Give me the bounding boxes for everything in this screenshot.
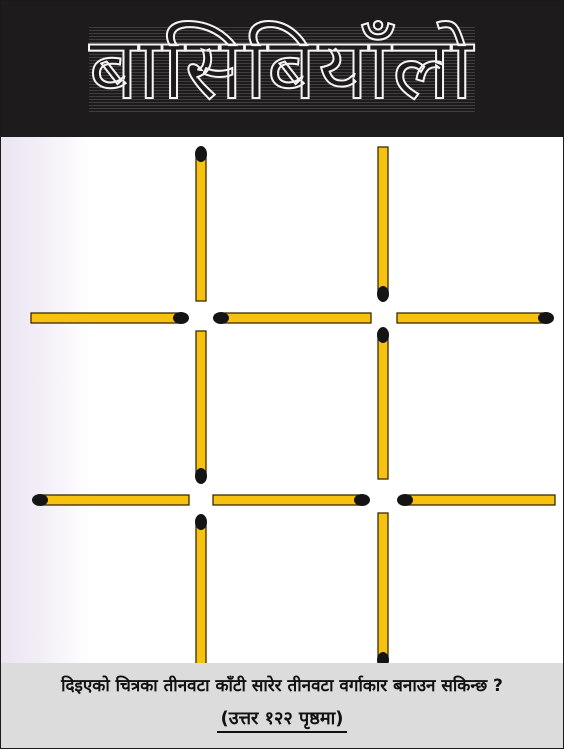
matchstick[interactable] <box>31 312 189 324</box>
puzzle-question: दिइएको चित्रका तीनवटा काँटी सारेर तीनवटा… <box>1 673 563 696</box>
matchstick[interactable] <box>213 494 370 506</box>
banner-title: बासिबियाँलो <box>89 26 475 112</box>
matchstick-grid <box>1 137 563 663</box>
matchstick[interactable] <box>397 312 554 324</box>
caption-box: दिइएको चित्रका तीनवटा काँटी सारेर तीनवटा… <box>1 663 563 748</box>
matchstick[interactable] <box>32 494 189 506</box>
matchstick[interactable] <box>195 514 207 663</box>
answer-reference: (उत्तर १२२ पृष्ठमा) <box>1 706 563 730</box>
matchstick[interactable] <box>397 494 555 506</box>
matchstick-puzzle <box>1 137 563 663</box>
matchstick[interactable] <box>377 327 389 479</box>
matchstick[interactable] <box>195 146 207 301</box>
matchstick[interactable] <box>377 513 389 663</box>
header-banner: बासिबियाँलो <box>1 1 563 137</box>
matchstick[interactable] <box>195 331 207 484</box>
matchstick[interactable] <box>377 147 389 302</box>
answer-page-note: (उत्तर १२२ पृष्ठमा) <box>217 708 348 733</box>
matchstick[interactable] <box>213 312 371 324</box>
